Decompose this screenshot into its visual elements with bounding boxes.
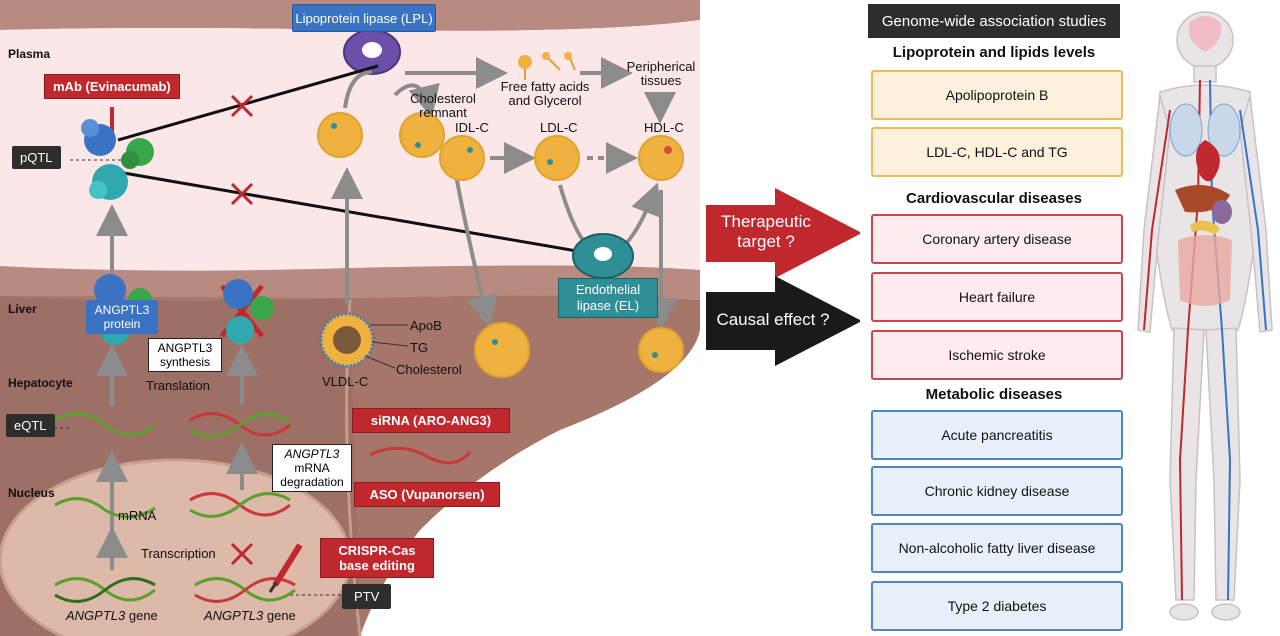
causal-arrow [706,276,860,366]
pen-icon [268,543,303,593]
cholesterol-remnant-label: Cholesterol remnant [410,91,476,120]
mrna-label: mRNA [118,508,157,523]
gwas-panel: Genome-wide association studies Lipoprot… [860,0,1280,636]
therapeutic-target-text: Therapeutic target ? [721,212,811,251]
mab-evinacumab-label: mAb (Evinacumab) [44,74,180,99]
eqtl-label: eQTL [6,414,55,437]
ffa-label: Free fatty acids and Glycerol [500,79,590,108]
ptv-label: PTV [342,584,392,609]
card-nafld: Non-alcoholic fatty liver disease [871,523,1123,573]
endothelial-lipase-label: Endothelial lipase (EL) [558,278,658,318]
crispr-label: CRISPR-Cas base editing [320,538,434,578]
apob-label: ApoB [410,318,442,333]
ldl-label: LDL-C [540,120,578,135]
hepatocyte-label: Hepatocyte [8,376,73,390]
section-cardiovascular-title: Cardiovascular diseases [906,190,1082,207]
card-apolipoprotein-b: Apolipoprotein B [871,70,1123,120]
gene-label-left: ANGPTL3 gene [66,608,158,623]
peripheral-tissues-label: Peripherical tissues [626,59,696,88]
lpl-label: Lipoprotein lipase (LPL) [292,4,436,32]
card-coronary-artery-disease: Coronary artery disease [871,214,1123,264]
aso-label: ASO (Vupanorsen) [354,482,500,507]
human-body-illustration [1137,11,1273,621]
vldl-label: VLDL-C [322,374,369,389]
card-heart-failure: Heart failure [871,272,1123,322]
card-chronic-kidney-disease: Chronic kidney disease [871,466,1123,516]
nucleus-label: Nucleus [8,486,55,500]
pqtl-label: pQTL [12,146,61,169]
angptl3-protein-label: ANGPTL3 protein [86,300,158,334]
section-lipids-title: Lipoprotein and lipids levels [892,44,1096,61]
tg-label: TG [410,340,429,355]
gene-label-right: ANGPTL3 gene [204,608,296,623]
card-acute-pancreatitis: Acute pancreatitis [871,410,1123,460]
causal-effect-text: Causal effect ? [716,310,830,329]
card-type-2-diabetes: Type 2 diabetes [871,581,1123,631]
angptl3-protein-plasma [81,119,154,200]
sirna-label: siRNA (ARO-ANG3) [352,408,510,433]
angptl3-synthesis-label: ANGPTL3 synthesis [148,338,222,372]
cholesterol-label: Cholesterol [396,362,462,377]
liver-label: Liver [8,302,37,316]
therapeutic-arrow [706,188,860,278]
gwas-title: Genome-wide association studies [868,4,1120,38]
card-ldl-hdl-tg: LDL-C, HDL-C and TG [871,127,1123,177]
plasma-label: Plasma [8,47,51,61]
card-ischemic-stroke: Ischemic stroke [871,330,1123,380]
vessel-bottom-wall [0,265,700,301]
section-metabolic-title: Metabolic diseases [925,386,1063,403]
transcription-label: Transcription [141,546,216,561]
idl-label: IDL-C [455,120,489,135]
hdl-label: HDL-C [644,120,684,135]
translation-label: Translation [146,378,210,393]
mechanism-diagram: Plasma Liver Hepatocyte Nucleus Lipoprot… [0,0,860,636]
